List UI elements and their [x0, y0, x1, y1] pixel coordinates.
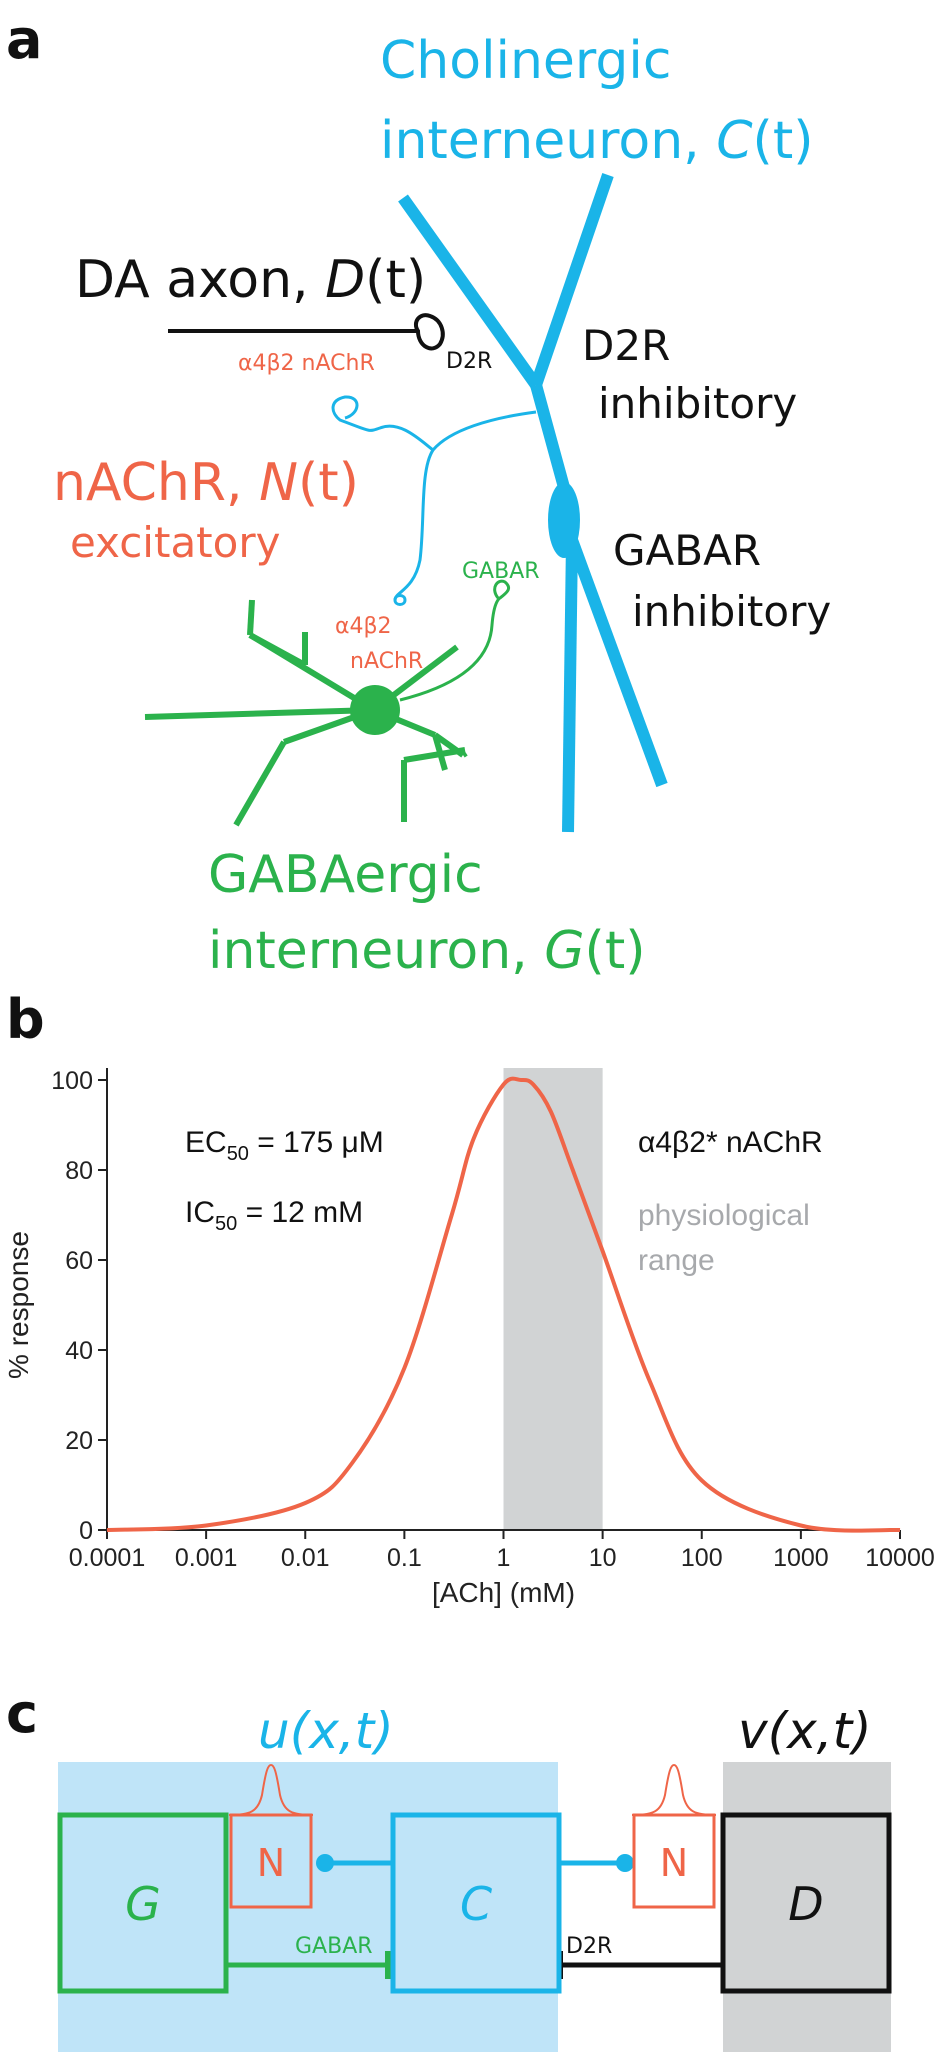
ec50-annotation: EC50 = 175 μM — [185, 1126, 384, 1165]
v-field-label: v(x,t) — [738, 1702, 872, 1760]
gabaergic-title-line1: GABAergic — [208, 845, 483, 905]
n-left-bell-icon — [228, 1763, 314, 1816]
gabar-inhibitory-line1: GABAR — [613, 526, 761, 575]
y-tick-label: 80 — [65, 1157, 93, 1185]
a4b2-nachr-top-label: α4β2 nAChR — [238, 351, 375, 376]
cholinergic-title-line1: Cholinergic — [380, 31, 671, 91]
panel-a: a — [6, 8, 831, 981]
gabaergic-neuron — [144, 579, 511, 827]
n-right-bell-icon — [631, 1763, 717, 1816]
c-box-label: C — [460, 1877, 492, 1931]
ic50-annotation: IC50 = 12 mM — [185, 1196, 363, 1235]
d2r-connection-label: D2R — [566, 1934, 612, 1959]
cholinergic-soma — [548, 482, 580, 558]
gabar-inhibitory-line2: inhibitory — [632, 587, 831, 636]
cholinergic-neuron — [331, 173, 668, 833]
n-right-receptor-dot — [616, 1854, 634, 1872]
panel-b: b 0.0001 0.001 0.01 0.1 1 10 100 1000 10000 0 20 40… — [3, 988, 935, 1608]
d2r-inhibitory-line2: inhibitory — [598, 379, 797, 428]
physiological-range-line1: physiological — [638, 1199, 810, 1232]
u-field-label: u(x,t) — [258, 1702, 394, 1760]
d2r-small-label: D2R — [446, 349, 492, 374]
panel-c-letter: c — [6, 1682, 38, 1745]
x-tick-label: 0.001 — [175, 1544, 238, 1572]
y-axis-label: % response — [3, 1231, 34, 1379]
y-tick-label: 0 — [79, 1517, 93, 1545]
n-box-right — [632, 1813, 716, 1909]
x-tick-label: 10 — [589, 1544, 617, 1572]
da-axon — [168, 313, 445, 351]
y-tick-label: 60 — [65, 1247, 93, 1275]
n-box-left-label: N — [257, 1841, 285, 1885]
x-axis-label: [ACh] (mM) — [432, 1577, 575, 1608]
n-left-receptor-dot — [316, 1854, 334, 1872]
nachr-title-line2: excitatory — [70, 518, 280, 567]
a4b2-low-line2: nAChR — [350, 649, 423, 674]
x-tick-label: 1000 — [773, 1544, 829, 1572]
x-tick-label: 1 — [497, 1544, 511, 1572]
x-tick-label: 0.0001 — [69, 1544, 145, 1572]
dose-response-curve — [106, 1076, 901, 1533]
v-field-shade — [723, 1762, 891, 2052]
nachr-title-line1: nAChR, N(t) — [53, 453, 359, 513]
physiological-range-line2: range — [638, 1244, 715, 1277]
x-tick-label: 10000 — [865, 1544, 935, 1572]
d2r-inhibitory-line1: D2R — [582, 321, 670, 370]
gabaergic-soma — [350, 685, 400, 735]
x-tick-label: 0.1 — [387, 1544, 422, 1572]
d-box-label: D — [788, 1877, 823, 1931]
y-tick-label: 20 — [65, 1427, 93, 1455]
x-tick-label: 100 — [681, 1544, 723, 1572]
da-axon-label: DA axon, D(t) — [75, 250, 426, 310]
c-box — [390, 1812, 562, 1994]
gabaergic-title-line2: interneuron, G(t) — [208, 921, 646, 981]
panel-c: c u(x,t) v(x,t) GABAR D2R G C D N N — [6, 1682, 892, 2052]
x-tick-label: 0.01 — [281, 1544, 330, 1572]
receptor-annotation: α4β2* nAChR — [638, 1126, 823, 1159]
cholinergic-title-line2: interneuron, C(t) — [380, 111, 814, 171]
gabar-small-label: GABAR — [462, 559, 540, 584]
g-box-label: G — [125, 1877, 161, 1931]
a4b2-low-line1: α4β2 — [335, 614, 392, 639]
g-box — [57, 1812, 229, 1994]
dose-response-chart: 0.0001 0.001 0.01 0.1 1 10 100 1000 10000 0 20 40 60… — [3, 1067, 935, 1608]
n-box-left — [229, 1813, 313, 1909]
panel-b-letter: b — [6, 988, 45, 1051]
physiological-range-shade — [503, 1068, 603, 1530]
y-tick-label: 40 — [65, 1337, 93, 1365]
gabar-connection-label: GABAR — [295, 1934, 373, 1959]
panel-a-letter: a — [6, 8, 42, 71]
d-box — [720, 1812, 892, 1994]
y-tick-label: 100 — [51, 1067, 93, 1095]
n-box-right-label: N — [660, 1841, 688, 1885]
